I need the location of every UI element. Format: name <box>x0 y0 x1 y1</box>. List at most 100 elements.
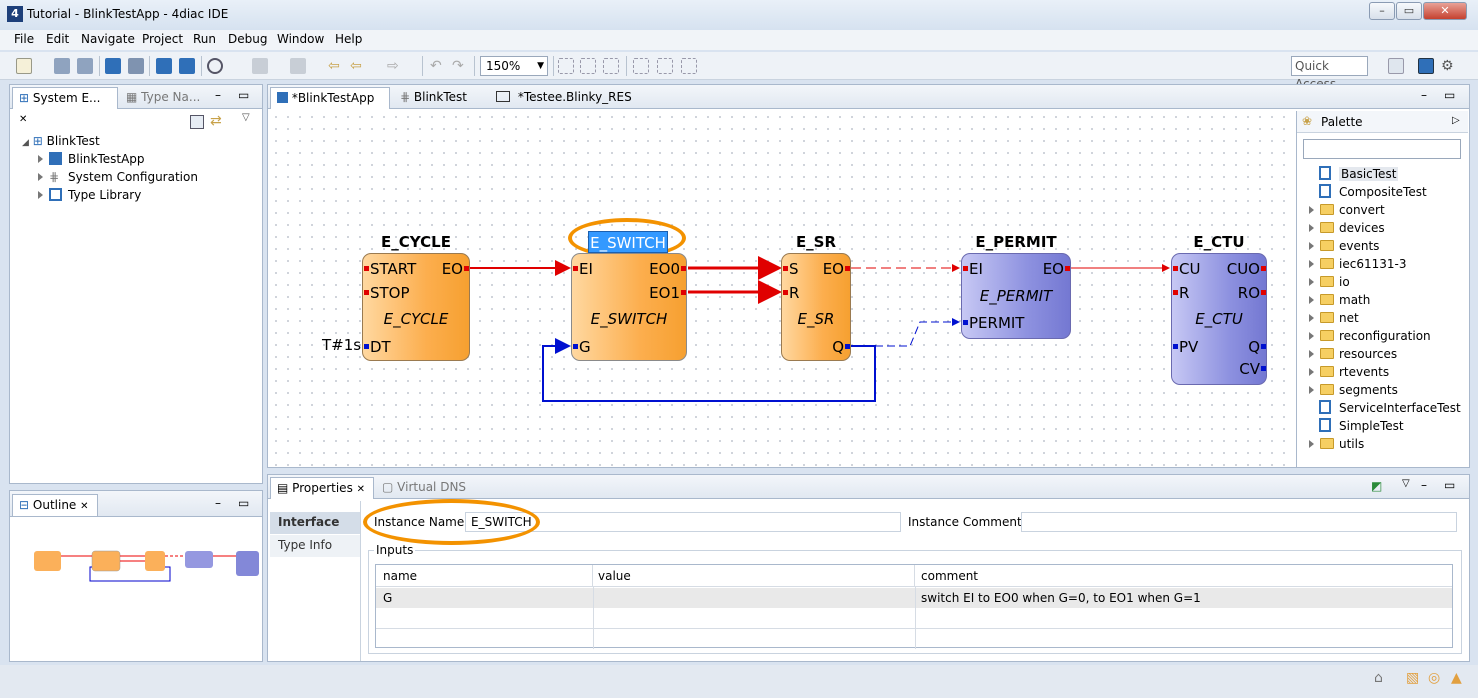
port-q[interactable]: Q <box>832 338 850 356</box>
close-icon[interactable]: ✕ <box>19 114 28 125</box>
expand-icon[interactable] <box>1309 368 1314 376</box>
palette-item-devices[interactable]: devices <box>1309 219 1467 237</box>
expand-icon[interactable] <box>1309 242 1314 250</box>
cell-value[interactable] <box>598 591 908 605</box>
tab-virtual-dns[interactable]: ▢ Virtual DNS <box>382 480 467 494</box>
align-right-icon[interactable] <box>603 58 619 74</box>
link-editor-icon[interactable]: ⇄ <box>210 113 222 129</box>
align-center-icon[interactable] <box>580 58 596 74</box>
tab-testee-blinky-res[interactable]: *Testee.Blinky_RES <box>490 87 638 109</box>
port-start[interactable]: START <box>364 260 416 278</box>
port-stop[interactable]: STOP <box>364 284 410 302</box>
new-type-icon[interactable] <box>128 58 144 74</box>
port-eo1[interactable]: EO1 <box>649 284 686 302</box>
fb-e-cycle-name[interactable]: E_CYCLE <box>381 233 451 251</box>
palette-item-simpletest[interactable]: SimpleTest <box>1309 417 1467 435</box>
fb-e-switch-name-editor[interactable]: E_SWITCH <box>588 231 668 253</box>
expand-icon[interactable] <box>1309 296 1314 304</box>
view-menu-icon[interactable]: ▽ <box>242 112 250 123</box>
menu-help[interactable]: Help <box>335 32 363 46</box>
forward-arrow-icon[interactable]: ⇨ <box>387 58 399 74</box>
palette-item-utils[interactable]: utils <box>1309 435 1467 453</box>
pin-icon[interactable]: ◩ <box>1371 479 1383 493</box>
debug-icon[interactable] <box>290 58 306 74</box>
notification-icon[interactable]: ⌂ <box>1374 670 1383 686</box>
expand-icon[interactable] <box>1309 314 1314 322</box>
open-perspective-icon[interactable] <box>1388 58 1404 74</box>
table-row[interactable]: G switch EI to EO0 when G=0, to EO1 when… <box>376 588 1452 608</box>
undo-icon[interactable]: ↶ <box>430 58 442 74</box>
maximize-view-icon[interactable]: ▭ <box>1444 478 1456 492</box>
fb-e-permit[interactable]: EI EO E_PERMIT PERMIT <box>961 253 1071 339</box>
back-arrow-icon[interactable]: ⇦ <box>328 58 340 74</box>
help-icon[interactable]: ◎ <box>1428 670 1441 686</box>
palette-item-net[interactable]: net <box>1309 309 1467 327</box>
palette-collapse-icon[interactable]: ▷ <box>1452 115 1460 126</box>
network-canvas[interactable]: E_CYCLE START STOP EO E_CYCLE DT T#1s E_… <box>270 111 1292 467</box>
palette-item-basictest[interactable]: BasicTest <box>1309 165 1467 183</box>
monitor-icon[interactable] <box>179 58 195 74</box>
minimize-view-icon[interactable]: – <box>215 88 221 102</box>
port-r[interactable]: R <box>783 284 799 302</box>
menu-window[interactable]: Window <box>277 32 325 46</box>
align-top-icon[interactable] <box>633 58 649 74</box>
minimize-view-icon[interactable]: – <box>1421 88 1427 102</box>
expand-icon[interactable] <box>1309 278 1314 286</box>
tree-item-type-library[interactable]: Type Library <box>22 186 198 204</box>
maximize-button[interactable]: ▭ <box>1396 2 1422 20</box>
collapse-all-icon[interactable] <box>190 115 204 129</box>
palette-item-segments[interactable]: segments <box>1309 381 1467 399</box>
menu-file[interactable]: File <box>14 32 35 46</box>
port-eo0[interactable]: EO0 <box>649 260 686 278</box>
tab-properties[interactable]: ▤ Properties ✕ <box>270 477 374 499</box>
tree-item-blinktestapp[interactable]: BlinkTestApp <box>22 150 198 168</box>
minimize-view-icon[interactable]: – <box>215 496 221 510</box>
tutorial-icon[interactable]: ▲ <box>1451 670 1462 686</box>
fb-e-sr-name[interactable]: E_SR <box>795 233 837 251</box>
palette-filter-input[interactable] <box>1303 139 1461 159</box>
port-r[interactable]: R <box>1173 284 1189 302</box>
palette-item-io[interactable]: io <box>1309 273 1467 291</box>
palette-item-reconfiguration[interactable]: reconfiguration <box>1309 327 1467 345</box>
palette-item-serviceinterfacetest[interactable]: ServiceInterfaceTest <box>1309 399 1467 417</box>
fb-e-switch[interactable]: EI EO0 EO1 E_SWITCH G <box>571 253 687 361</box>
minimize-button[interactable]: – <box>1369 2 1395 20</box>
palette-item-math[interactable]: math <box>1309 291 1467 309</box>
expand-icon[interactable] <box>1309 350 1314 358</box>
port-ro[interactable]: RO <box>1238 284 1266 302</box>
map-icon[interactable]: ▧ <box>1406 670 1420 686</box>
port-eo[interactable]: EO <box>823 260 850 278</box>
expand-icon[interactable] <box>1309 260 1314 268</box>
fb-e-sr[interactable]: S R EO E_SR Q <box>781 253 851 361</box>
fb-e-permit-name[interactable]: E_PERMIT <box>975 233 1057 251</box>
save-all-icon[interactable] <box>77 58 93 74</box>
new-icon[interactable] <box>16 58 32 74</box>
port-ei[interactable]: EI <box>573 260 593 278</box>
palette-item-resources[interactable]: resources <box>1309 345 1467 363</box>
cell-name[interactable]: G <box>383 591 393 605</box>
tab-blinktestapp[interactable]: *BlinkTestApp ✕ <box>270 87 390 125</box>
palette-item-convert[interactable]: convert <box>1309 201 1467 219</box>
menu-edit[interactable]: Edit <box>46 32 70 46</box>
port-ei[interactable]: EI <box>963 260 983 278</box>
maximize-view-icon[interactable]: ▭ <box>238 496 250 510</box>
outline-thumbnail[interactable] <box>20 541 260 601</box>
col-header-value[interactable]: value <box>593 565 915 587</box>
palette-item-iec61131-3[interactable]: iec61131-3 <box>1309 255 1467 273</box>
tab-system-explorer[interactable]: ⊞ System E... ✕ <box>12 87 118 125</box>
port-cv[interactable]: CV <box>1239 360 1266 378</box>
palette-item-compositetest[interactable]: CompositeTest <box>1309 183 1467 201</box>
menu-run[interactable]: Run <box>193 32 217 46</box>
port-eo[interactable]: EO <box>1043 260 1070 278</box>
param-dt-value[interactable]: T#1s <box>322 336 362 354</box>
redo-icon[interactable]: ↷ <box>452 58 464 74</box>
expand-icon[interactable] <box>1309 224 1314 232</box>
zoom-combo[interactable]: 150% ▼ <box>480 56 548 76</box>
fb-e-cycle[interactable]: START STOP EO E_CYCLE DT <box>362 253 470 361</box>
menu-project[interactable]: Project <box>142 32 184 46</box>
port-s[interactable]: S <box>783 260 799 278</box>
port-g[interactable]: G <box>573 338 591 356</box>
menu-debug[interactable]: Debug <box>228 32 268 46</box>
fb-e-ctu[interactable]: CU R CUO RO E_CTU PV Q CV <box>1171 253 1267 385</box>
minimize-view-icon[interactable]: – <box>1421 478 1427 492</box>
